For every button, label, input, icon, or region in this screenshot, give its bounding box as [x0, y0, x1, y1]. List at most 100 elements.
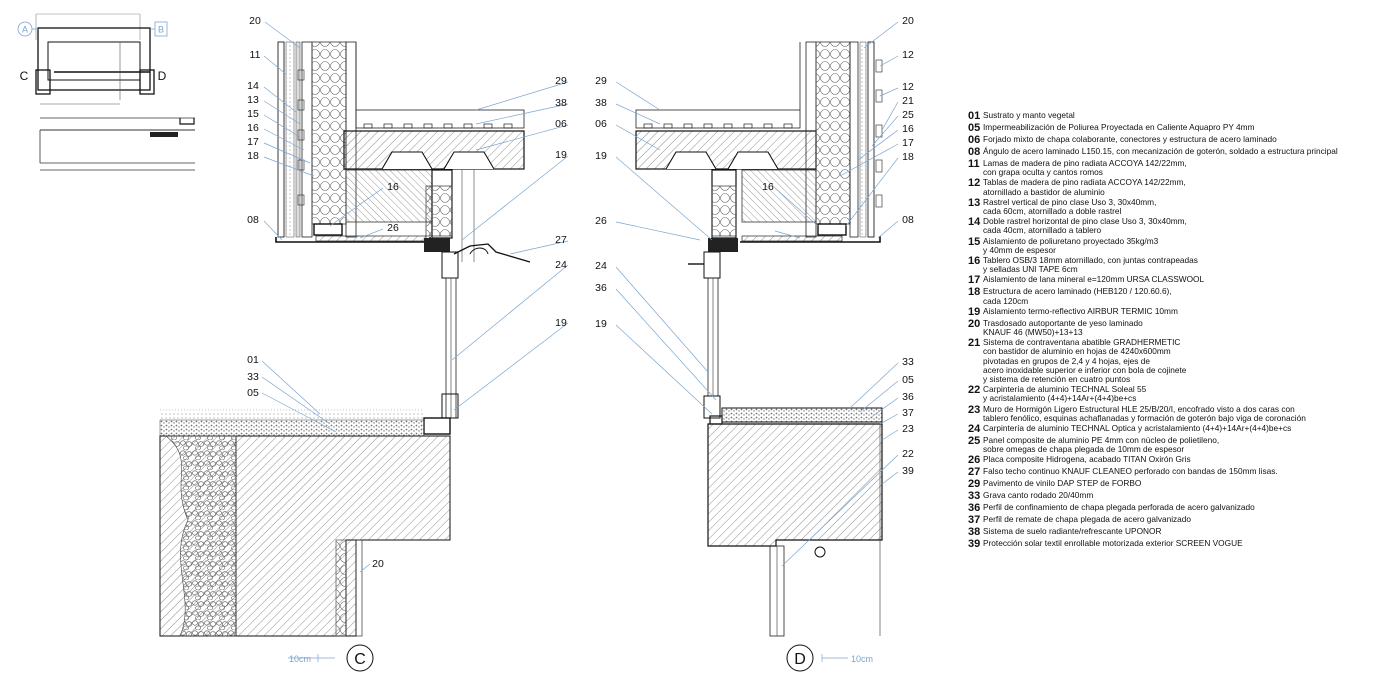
legend-number: 11 — [968, 158, 980, 170]
callout-26: 26 — [595, 215, 607, 227]
legend-text: Doble rastrel horizontal de pino clase U… — [983, 216, 1187, 236]
keyplan-mark-c: C — [20, 69, 29, 83]
callout-19: 19 — [555, 317, 567, 329]
legend-text: Trasdosado autoportante de yeso laminado… — [983, 317, 1143, 338]
callout-36: 36 — [902, 391, 914, 403]
callout-11: 11 — [250, 49, 261, 61]
scale-label-d: 10cm — [851, 654, 873, 664]
legend-number: 08 — [968, 146, 981, 158]
legend-text: Falso techo continuo KNAUF CLEANEO perfo… — [983, 466, 1278, 477]
callout-20: 20 — [372, 558, 384, 570]
callout-18: 18 — [247, 150, 259, 162]
legend-text: Aislamiento termo-reflectivo AIRBUR TERM… — [983, 305, 1178, 316]
callout-08: 08 — [902, 214, 914, 226]
legend-text: Perfil de remate de chapa plegada de ace… — [983, 514, 1192, 525]
construction-detail-drawing: A B C D — [17, 13, 914, 672]
legend-number: 14 — [968, 216, 981, 229]
callout-06: 06 — [555, 118, 567, 130]
callout-13: 13 — [247, 94, 259, 106]
section-mark-c: C — [354, 651, 366, 668]
legend-text: Lamas de madera de pino radiata ACCOYA 1… — [983, 158, 1187, 178]
legend-number: 05 — [968, 122, 981, 134]
callout-23: 23 — [902, 423, 914, 435]
legend-text: Ángulo de acero laminado L150.15, con me… — [983, 146, 1338, 156]
callout-17: 17 — [247, 136, 259, 148]
legend-text: Rastrel vertical de pino clase Uso 3, 30… — [983, 196, 1157, 217]
callout-38: 38 — [555, 97, 567, 109]
callout-16: 16 — [762, 181, 774, 193]
callout-16: 16 — [902, 123, 914, 135]
callout-36: 36 — [595, 282, 607, 294]
legend-text: Estructura de acero laminado (HEB120 / 1… — [983, 286, 1172, 306]
legend-number: 36 — [968, 502, 981, 515]
callout-20: 20 — [249, 15, 261, 27]
legend-number: 01 — [968, 110, 981, 122]
legend-number: 21 — [968, 337, 981, 350]
legend-number: 26 — [968, 454, 981, 467]
legend-text: Sustrato y manto vegetal — [983, 110, 1075, 120]
legend-text: Protección solar textil enrollable motor… — [983, 538, 1243, 549]
callout-19: 19 — [595, 150, 607, 162]
keyplan-mark-d: D — [158, 69, 167, 83]
legend-number: 29 — [968, 478, 981, 491]
callout-24: 24 — [595, 260, 607, 272]
legend-text: Tablero OSB/3 18mm atornillado, con junt… — [983, 255, 1198, 275]
keyplan-mark-b: B — [158, 25, 164, 35]
callout-39: 39 — [902, 465, 914, 477]
callout-16: 16 — [247, 122, 259, 134]
legend-text: Sistema de suelo radiante/refrescante UP… — [983, 526, 1162, 537]
callout-24: 24 — [555, 259, 567, 271]
legend-text: Muro de Hormigón Ligero Estructural HLE … — [983, 403, 1306, 423]
callout-17: 17 — [902, 137, 914, 149]
legend-text: Aislamiento de poliuretano proyectado 35… — [983, 235, 1159, 255]
callout-20: 20 — [902, 15, 914, 27]
legend-text: Panel composite de aluminio PE 4mm con n… — [983, 435, 1220, 455]
callout-33: 33 — [247, 371, 259, 383]
legend-number: 16 — [968, 255, 981, 268]
legend-text: Aislamiento de lana mineral e=120mm URSA… — [983, 274, 1205, 285]
legend-number: 12 — [968, 177, 981, 190]
keyplan-mark-a: A — [22, 25, 28, 35]
legend-number: 17 — [968, 274, 981, 287]
legend-number: 22 — [968, 384, 981, 397]
legend-number: 15 — [968, 235, 981, 248]
callout-12: 12 — [902, 49, 914, 61]
legend-number: 23 — [968, 403, 981, 416]
callout-26: 26 — [387, 222, 399, 234]
legend-number: 38 — [968, 526, 981, 539]
callout-16: 16 — [387, 181, 399, 193]
callout-22: 22 — [902, 448, 914, 460]
legend-text: Pavimento de vinilo DAP STEP de FORBO — [983, 478, 1142, 489]
legend-text: Tablas de madera de pino radiata ACCOYA … — [983, 177, 1186, 197]
legend-number: 27 — [968, 466, 981, 479]
legend-number: 06 — [968, 134, 981, 146]
callout-29: 29 — [595, 75, 607, 87]
callout-15: 15 — [247, 108, 259, 120]
callout-08: 08 — [247, 214, 259, 226]
legend-text: Carpintería de aluminio TECHNAL Soleal 5… — [983, 384, 1147, 404]
legend-text: Forjado mixto de chapa colaborante, cone… — [983, 134, 1277, 144]
callout-38: 38 — [595, 97, 607, 109]
